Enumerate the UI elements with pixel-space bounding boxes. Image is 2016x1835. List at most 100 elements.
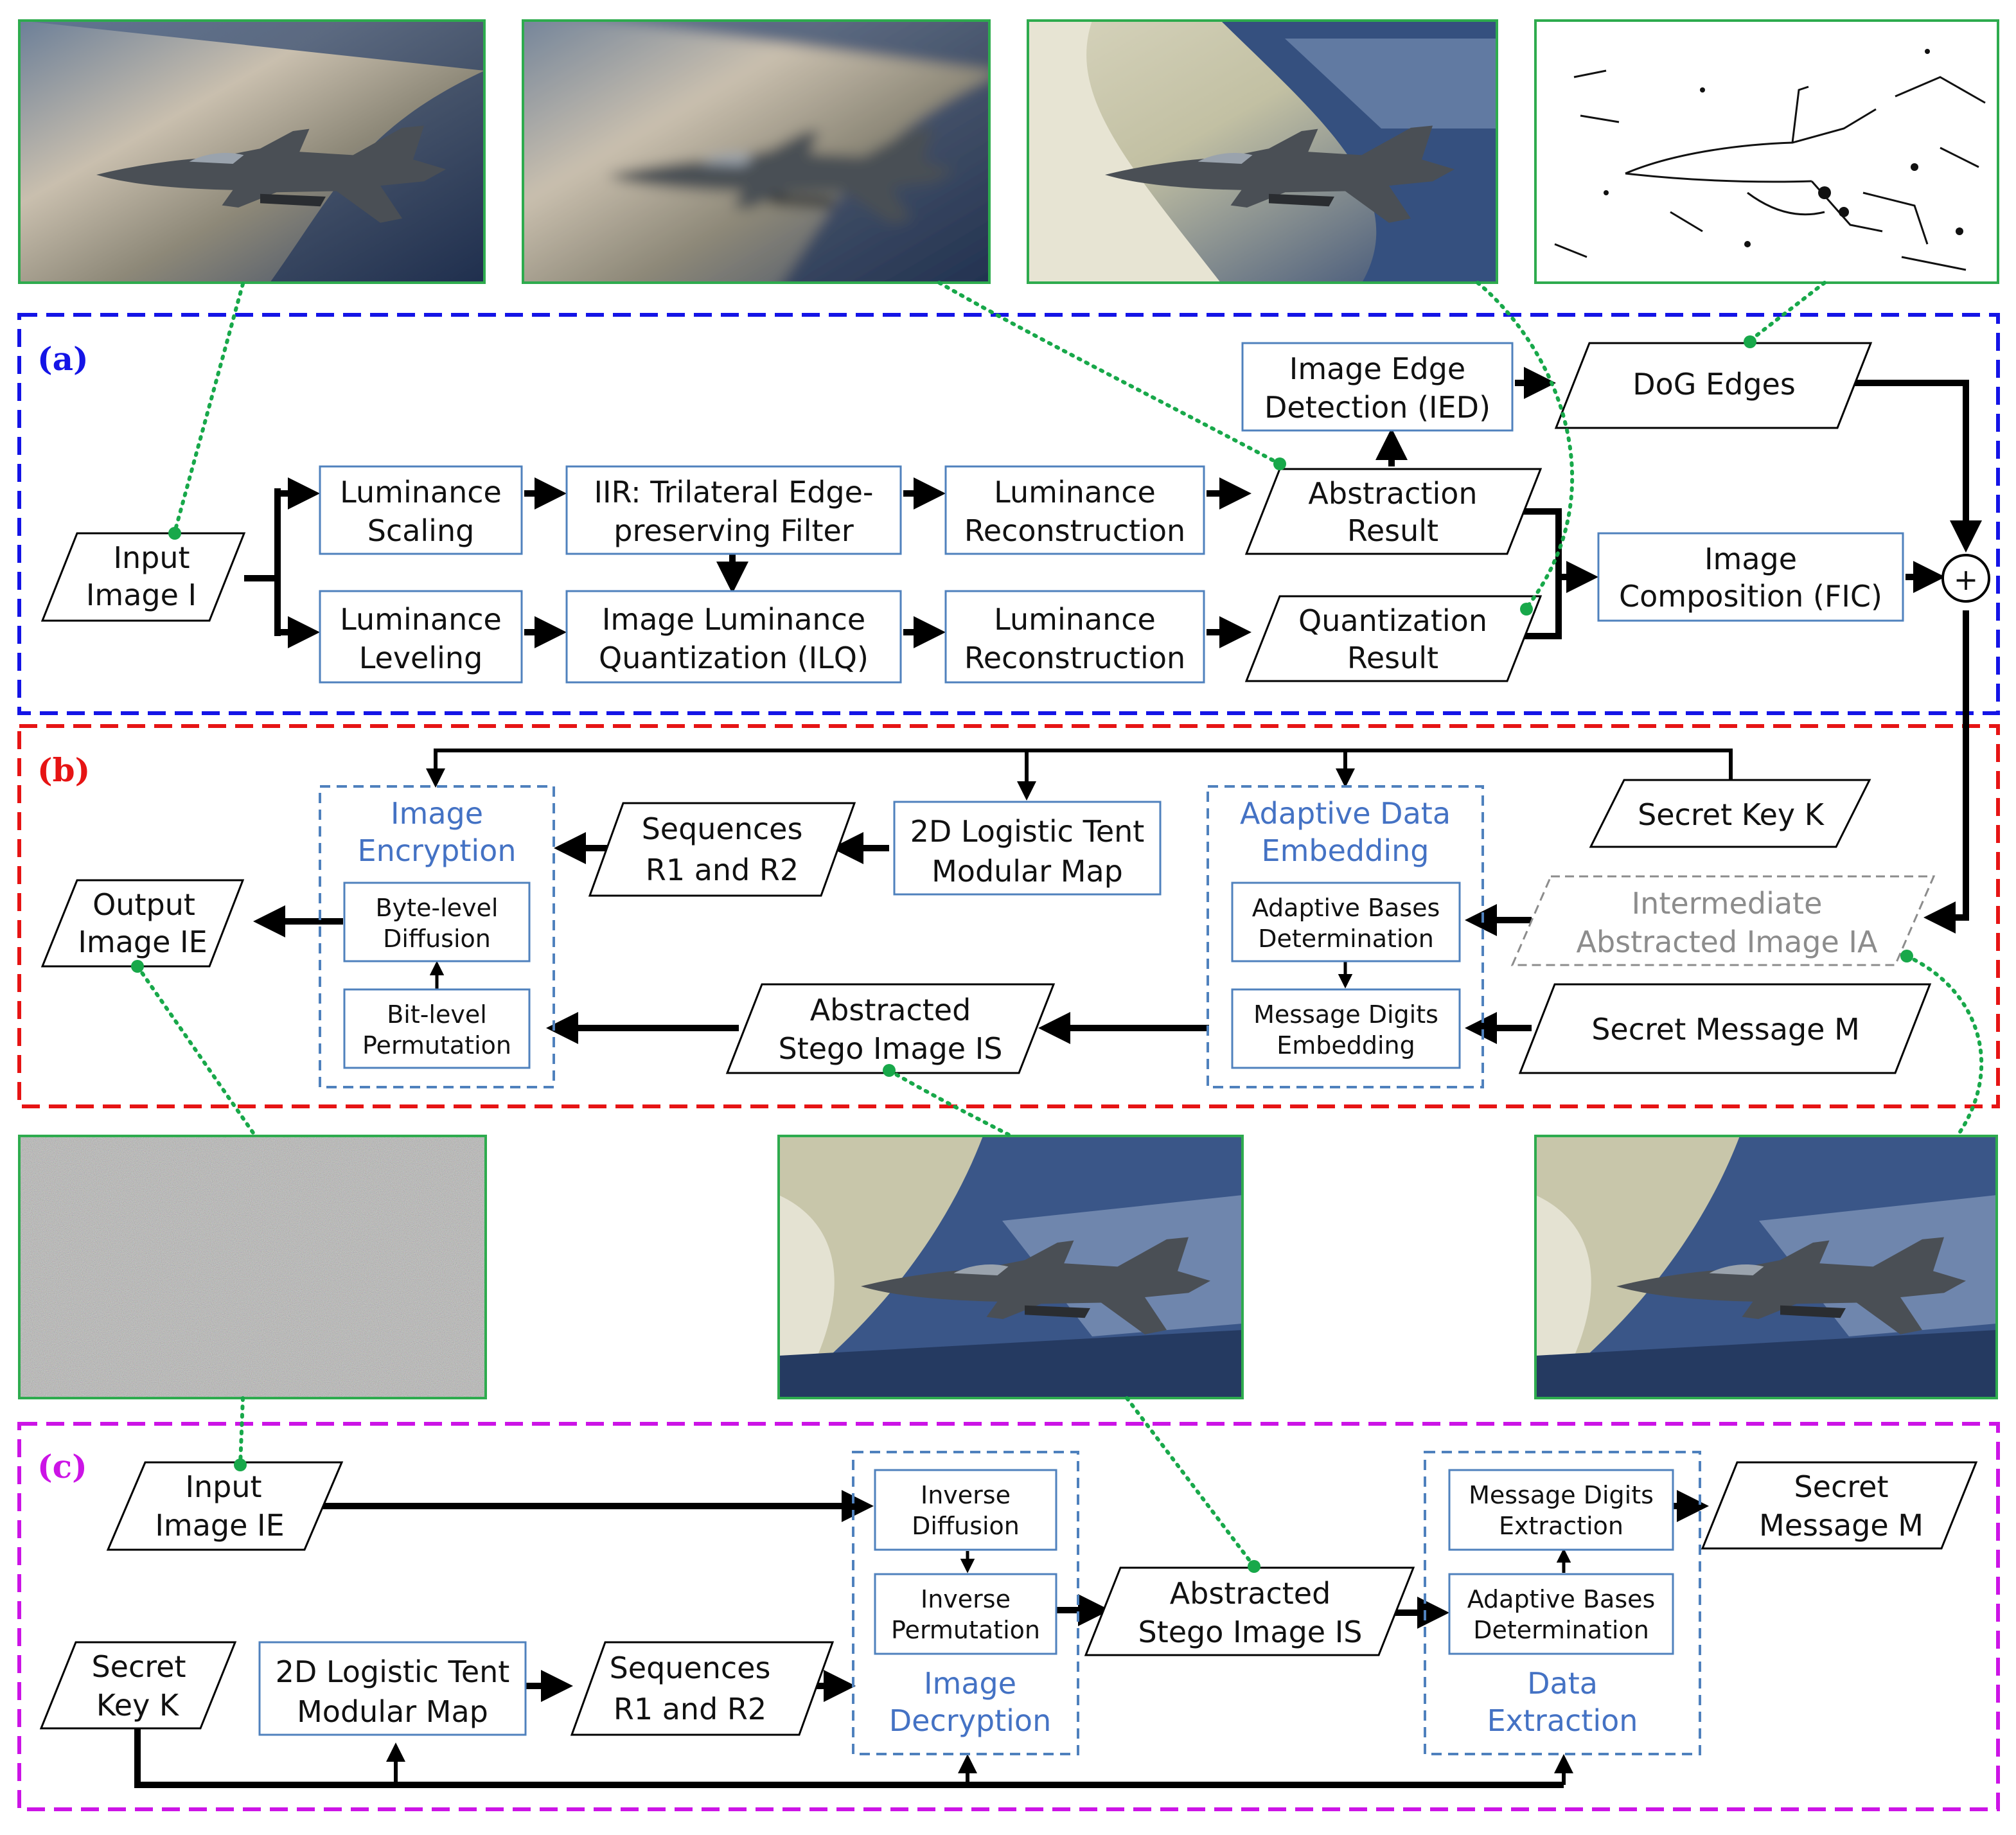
a-quantization-result: Quantization Result xyxy=(1244,595,1543,682)
svg-text:Determination: Determination xyxy=(1258,925,1434,953)
b-image-encryption-group: Image Encryption xyxy=(319,785,555,1088)
b-adaptive-bases-determination: Adaptive Bases Determination xyxy=(1231,882,1461,962)
a-input-image: Input Image I xyxy=(40,532,246,622)
svg-text:Image Luminance: Image Luminance xyxy=(602,602,865,637)
svg-text:Quantization: Quantization xyxy=(1298,603,1487,638)
svg-text:Detection (IED): Detection (IED) xyxy=(1264,390,1490,425)
svg-text:Embedding: Embedding xyxy=(1277,1031,1415,1059)
c-abstracted-stego-image: Abstracted Stego Image IS xyxy=(1084,1566,1415,1656)
a-luminance-scaling: Luminance Scaling xyxy=(319,465,523,555)
svg-text:Result: Result xyxy=(1347,513,1438,548)
b-sequences: Sequences R1 and R2 xyxy=(588,802,856,897)
svg-text:Image: Image xyxy=(924,1666,1016,1701)
svg-text:Extraction: Extraction xyxy=(1499,1512,1623,1540)
b-abstracted-stego-image: Abstracted Stego Image IS xyxy=(725,983,1056,1074)
image-blurred xyxy=(522,19,991,284)
svg-text:Byte-level: Byte-level xyxy=(376,894,499,922)
svg-text:Message Digits: Message Digits xyxy=(1253,1000,1438,1029)
image-stego xyxy=(777,1135,1244,1399)
svg-text:R1 and R2: R1 and R2 xyxy=(646,853,799,887)
c-message-digits-extraction: Message Digits Extraction xyxy=(1448,1469,1674,1551)
c-inverse-diffusion: Inverse Diffusion xyxy=(874,1469,1057,1551)
image-original xyxy=(18,19,486,284)
c-sequences: Sequences R1 and R2 xyxy=(570,1641,835,1736)
a-luminance-quantization: Image Luminance Quantization (ILQ) xyxy=(565,590,902,684)
svg-text:Extraction: Extraction xyxy=(1487,1703,1638,1738)
svg-text:Luminance: Luminance xyxy=(994,475,1156,510)
svg-text:Abstracted Image IA: Abstracted Image IA xyxy=(1577,925,1878,959)
a-luminance-reconstruction-2: Luminance Reconstruction xyxy=(944,590,1205,684)
svg-text:Luminance: Luminance xyxy=(994,602,1156,637)
svg-text:Reconstruction: Reconstruction xyxy=(964,641,1185,675)
svg-text:Luminance: Luminance xyxy=(340,475,502,510)
a-plus-operator: + xyxy=(1941,554,1990,603)
a-image-edge-detection: Image Edge Detection (IED) xyxy=(1241,342,1514,432)
b-logistic-tent-map: 2D Logistic Tent Modular Map xyxy=(893,801,1162,896)
svg-text:Inverse: Inverse xyxy=(921,1481,1011,1509)
image-encrypted xyxy=(18,1135,487,1399)
svg-text:Input: Input xyxy=(185,1469,261,1504)
svg-text:Modular Map: Modular Map xyxy=(297,1694,488,1729)
svg-text:Permutation: Permutation xyxy=(891,1616,1040,1644)
a-luminance-reconstruction-1: Luminance Reconstruction xyxy=(944,465,1205,555)
svg-text:+: + xyxy=(1954,562,1979,597)
svg-text:Input: Input xyxy=(113,540,190,575)
c-input-image: Input Image IE xyxy=(106,1461,344,1551)
image-edges xyxy=(1534,19,1999,284)
svg-text:Secret Key K: Secret Key K xyxy=(1638,797,1825,832)
c-image-decryption-group: Image Decryption xyxy=(852,1451,1079,1755)
section-b-frame xyxy=(17,724,2000,1108)
svg-text:Abstracted: Abstracted xyxy=(810,993,971,1027)
svg-text:Data: Data xyxy=(1527,1666,1598,1701)
svg-text:preserving Filter: preserving Filter xyxy=(614,513,854,548)
svg-text:Luminance: Luminance xyxy=(340,602,502,637)
svg-text:2D Logistic Tent: 2D Logistic Tent xyxy=(276,1654,510,1689)
svg-text:Abstracted: Abstracted xyxy=(1170,1576,1331,1611)
svg-text:Sequences: Sequences xyxy=(610,1651,771,1685)
b-secret-key: Secret Key K xyxy=(1589,779,1871,848)
a-dog-edges: DoG Edges xyxy=(1554,342,1873,429)
a-abstraction-result: Abstraction Result xyxy=(1244,468,1543,555)
c-data-extraction-group: Data Extraction xyxy=(1424,1451,1701,1755)
svg-text:Adaptive Data: Adaptive Data xyxy=(1240,796,1451,831)
section-c-label: (c) xyxy=(37,1448,87,1485)
connector-dots xyxy=(131,335,1913,1573)
b-byte-level-diffusion: Byte-level Diffusion xyxy=(343,882,531,962)
svg-text:2D Logistic Tent: 2D Logistic Tent xyxy=(910,814,1145,849)
b-bit-level-permutation: Bit-level Permutation xyxy=(343,988,531,1069)
svg-text:Reconstruction: Reconstruction xyxy=(964,513,1185,548)
svg-text:Intermediate: Intermediate xyxy=(1632,886,1823,921)
svg-text:Diffusion: Diffusion xyxy=(912,1512,1020,1540)
svg-text:Leveling: Leveling xyxy=(359,641,483,675)
a-trilateral-filter: IIR: Trilateral Edge- preserving Filter xyxy=(565,465,902,555)
svg-text:Stego Image IS: Stego Image IS xyxy=(779,1031,1003,1066)
b-intermediate-abstracted-image: Intermediate Abstracted Image IA xyxy=(1510,875,1936,966)
svg-text:Diffusion: Diffusion xyxy=(383,925,491,953)
svg-text:Bit-level: Bit-level xyxy=(387,1000,487,1029)
svg-text:Inverse: Inverse xyxy=(921,1585,1011,1613)
svg-text:Image I: Image I xyxy=(86,578,197,612)
image-intermediate xyxy=(1534,1135,1998,1399)
section-a-frame xyxy=(17,313,2000,715)
svg-text:Adaptive Bases: Adaptive Bases xyxy=(1252,894,1440,922)
svg-text:Abstraction: Abstraction xyxy=(1308,476,1477,511)
svg-text:Image Edge: Image Edge xyxy=(1289,351,1465,386)
svg-text:Key K: Key K xyxy=(96,1688,180,1723)
c-secret-key: Secret Key K xyxy=(39,1641,237,1730)
svg-text:Output: Output xyxy=(93,887,195,922)
svg-text:Permutation: Permutation xyxy=(362,1031,511,1059)
svg-text:Stego Image IS: Stego Image IS xyxy=(1138,1615,1363,1649)
c-logistic-tent-map: 2D Logistic Tent Modular Map xyxy=(258,1641,527,1736)
svg-text:Image: Image xyxy=(1704,542,1797,576)
connectors xyxy=(136,281,1984,1568)
svg-text:Encryption: Encryption xyxy=(358,833,517,868)
b-adaptive-data-embedding-group: Adaptive Data Embedding xyxy=(1207,785,1484,1088)
svg-text:Composition (FIC): Composition (FIC) xyxy=(1619,579,1882,614)
svg-text:Message M: Message M xyxy=(1759,1508,1923,1543)
b-output-image: Output Image IE xyxy=(40,879,245,968)
svg-text:Decryption: Decryption xyxy=(889,1703,1051,1738)
svg-text:IIR: Trilateral Edge-: IIR: Trilateral Edge- xyxy=(594,475,873,510)
c-secret-message: Secret Message M xyxy=(1701,1461,1978,1550)
svg-text:Embedding: Embedding xyxy=(1262,833,1429,868)
